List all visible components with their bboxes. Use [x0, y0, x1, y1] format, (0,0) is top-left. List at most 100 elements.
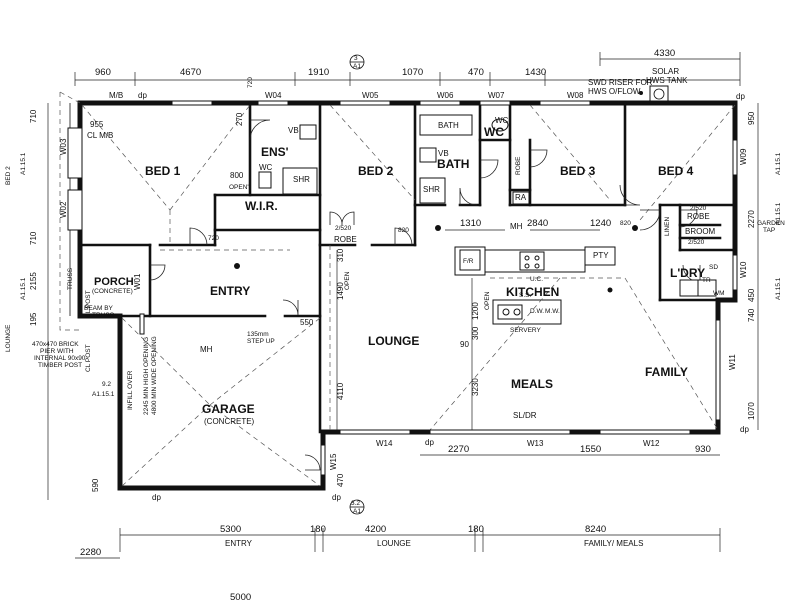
dim-bottom-label-entry: ENTRY	[225, 539, 253, 548]
room-wc: WC	[484, 125, 504, 139]
code-right-2: A1.15.1	[775, 202, 782, 225]
label-open-lounge: OPEN	[344, 271, 351, 290]
label-pier-2: PIER WITH	[40, 348, 74, 355]
dim-90: 90	[460, 340, 469, 349]
window-w12: W12	[643, 439, 660, 448]
code-left-3: 9.2	[102, 381, 111, 388]
room-entry: ENTRY	[210, 284, 250, 298]
label-dp-garage: dp	[152, 493, 161, 502]
window-w14: W14	[376, 439, 393, 448]
window-w06: W06	[437, 91, 454, 100]
window-w04: W04	[265, 91, 282, 100]
label-bath-tub: BATH	[438, 121, 459, 130]
dim-800: 800	[230, 171, 244, 180]
room-bed3: BED 3	[560, 164, 596, 178]
dim-bottom-2280: 2280	[80, 547, 101, 558]
dim-left-710-lower: 710	[29, 231, 38, 245]
label-servery: SERVERY	[510, 327, 541, 334]
label-garage-opening-1: 2245 MIN HIGH OPENING	[143, 337, 150, 415]
dim-top-4670: 4670	[180, 67, 201, 78]
label-dp-top-left: dp	[138, 91, 147, 100]
label-door-2-520-bed2: 2/520	[335, 225, 352, 232]
section-marker-bottom-code: A1	[353, 508, 361, 515]
label-dw: D.W.	[530, 308, 544, 315]
label-wm: WM	[713, 290, 725, 297]
dim-right-950: 950	[747, 111, 756, 125]
fixtures	[234, 114, 717, 320]
room-kitchen: KITCHEN	[506, 285, 559, 299]
dim-3230: 3230	[471, 378, 480, 396]
label-beam-2: TRUSS	[92, 312, 115, 319]
label-sd: SD	[709, 264, 718, 271]
room-bath: BATH	[437, 157, 469, 171]
label-mh-hall: MH	[510, 222, 523, 231]
swd-riser-line2: HWS O/FLOW	[588, 87, 641, 96]
window-w13: W13	[527, 439, 544, 448]
doors	[149, 119, 701, 471]
label-garden-tap-2: TAP	[763, 227, 775, 234]
code-right-3: A1.15.1	[775, 277, 782, 300]
dim-2840: 2840	[527, 218, 548, 229]
dim-right-1070: 1070	[747, 402, 756, 420]
room-wir: W.I.R.	[245, 199, 278, 213]
top-dimensions: 960 4670 1910 1070 470 1430 4330	[74, 48, 741, 86]
label-robe-bed2: ROBE	[334, 235, 357, 244]
label-side-lounge: LOUNGE	[5, 324, 12, 352]
dim-bottom-4200: 4200	[365, 524, 386, 535]
section-marker-bottom-num: 3.2	[351, 500, 360, 507]
label-step-up-1: 135mm	[247, 331, 269, 338]
label-beam-1: BEAM BY	[84, 305, 114, 312]
dim-955: 955	[90, 120, 104, 129]
label-fr: F/R	[463, 258, 474, 265]
dim-470-bottom: 470	[336, 473, 345, 487]
room-family: FAMILY	[645, 365, 688, 379]
label-cl-mb: CL M/B	[87, 131, 113, 140]
dim-1310: 1310	[460, 218, 481, 229]
label-mb: M/B	[109, 91, 123, 100]
dim-left-2155: 2155	[29, 272, 38, 290]
label-garage-opening-2: 4800 MIN WIDE OPENING	[151, 336, 158, 415]
dim-top-1070: 1070	[402, 67, 423, 78]
label-sldr: SL/DR	[513, 411, 537, 420]
windows	[67, 100, 738, 476]
dim-1490: 1490	[336, 282, 345, 300]
dim-top-960: 960	[95, 67, 111, 78]
room-bed4: BED 4	[658, 164, 694, 178]
misc-labels: M/B dp CL M/B VB WC SHR OPEN' BATH VB SH…	[5, 77, 785, 502]
room-lounge: LOUNGE	[368, 334, 419, 348]
label-ss: S.S.	[519, 292, 531, 299]
label-tr: TR	[702, 277, 711, 284]
dim-right-2270: 2270	[747, 210, 756, 228]
label-uc: U.C.	[530, 276, 543, 283]
dim-top-1430: 1430	[525, 67, 546, 78]
dim-top-1910: 1910	[308, 67, 329, 78]
code-left-2: A1.15.1	[20, 277, 27, 300]
label-cl-post-lower: CL POST	[85, 290, 92, 318]
dim-bottom-180-b: 180	[468, 524, 484, 535]
window-w09: W09	[739, 148, 748, 165]
dim-1550: 1550	[580, 444, 601, 455]
dim-left-195: 195	[29, 312, 38, 326]
code-left-4: A1.15.1	[92, 391, 115, 398]
window-w08: W08	[567, 91, 584, 100]
room-labels: BED 1 ENS' W.I.R. BED 2 BATH WC BED 3 BE…	[92, 125, 705, 426]
dim-bottom-5000: 5000	[230, 592, 251, 600]
dim-300: 300	[471, 326, 480, 340]
code-left-1: A1.15.1	[20, 152, 27, 175]
label-garden-tap-1: GARDEN	[757, 220, 785, 227]
dim-right-740: 740	[747, 308, 756, 322]
label-infill-over: INFILL OVER	[127, 370, 134, 410]
label-shr-ens: SHR	[293, 175, 310, 184]
dim-right-450: 450	[747, 288, 756, 302]
label-pier-4: TIMBER POST	[38, 362, 82, 369]
label-wc-toilet: WC	[495, 116, 509, 125]
room-bed2: BED 2	[358, 164, 394, 178]
label-vb-bath: VB	[438, 149, 449, 158]
label-broom: BROOM	[685, 227, 716, 236]
dim-270: 270	[235, 112, 244, 126]
dim-bottom-5300: 5300	[220, 524, 241, 535]
dim-1200: 1200	[471, 302, 480, 320]
dim-left-590: 590	[91, 478, 100, 492]
swd-riser-line1: SWD RISER FOR	[588, 78, 653, 87]
dim-bottom-8240: 8240	[585, 524, 606, 535]
